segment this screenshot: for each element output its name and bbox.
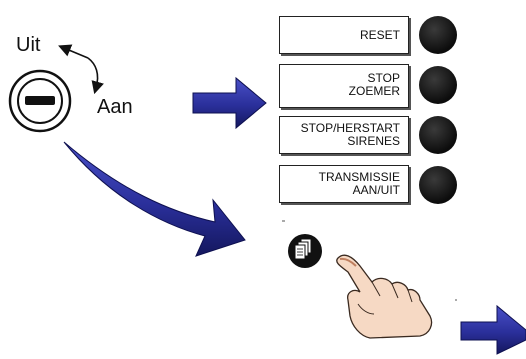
pointing-hand-icon: [336, 254, 433, 339]
arrow-right-to-buttons: [192, 76, 267, 130]
rotation-arrow: [58, 44, 104, 95]
key-label-off: Uit: [16, 34, 41, 56]
key-label-on: Aan: [97, 96, 133, 118]
transmission-toggle-button[interactable]: TRANSMISSIE AAN/UIT: [279, 165, 409, 203]
stop-restart-sirens-led: [419, 116, 457, 154]
documents-icon: [288, 234, 322, 268]
curved-arrow-to-documents: [63, 141, 246, 257]
stop-restart-sirens-button-label: STOP/HERSTART SIRENES: [300, 121, 400, 148]
reset-button-label: RESET: [359, 28, 400, 42]
reset-button[interactable]: RESET: [279, 16, 409, 54]
stop-buzzer-button[interactable]: STOP ZOEMER: [279, 64, 409, 108]
stop-restart-sirens-button[interactable]: STOP/HERSTART SIRENES: [279, 116, 409, 154]
transmission-toggle-button-label: TRANSMISSIE AAN/UIT: [318, 170, 400, 197]
arrow-right-bottom: [460, 304, 526, 355]
stray-marks: [282, 220, 457, 301]
stop-buzzer-button-label: STOP ZOEMER: [348, 71, 400, 98]
key-switch: [8, 69, 72, 133]
transmission-led: [419, 166, 457, 204]
reset-led: [419, 16, 457, 54]
stop-buzzer-led: [419, 66, 457, 104]
